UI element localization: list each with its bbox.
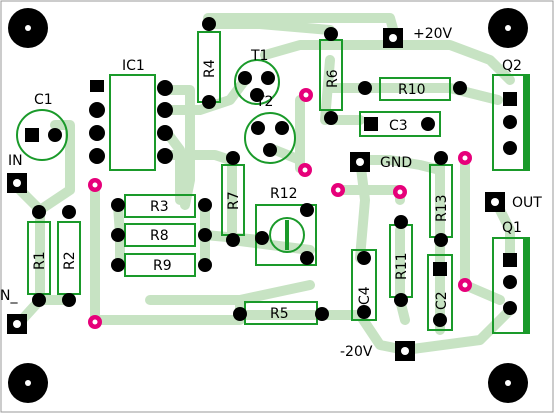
component-outlines <box>16 31 530 334</box>
label-r6: R6 <box>325 69 341 88</box>
q1-tab <box>523 238 529 333</box>
label-r5: R5 <box>270 306 289 322</box>
label-out: OUT <box>512 195 542 211</box>
c3-outline <box>359 111 441 137</box>
label-r13: R13 <box>434 194 450 222</box>
c4-outline <box>351 249 377 321</box>
label-c2: C2 <box>434 291 450 310</box>
label-r7: R7 <box>226 191 242 210</box>
label-r9: R9 <box>153 258 172 274</box>
r10-outline <box>379 77 451 101</box>
label-r8: R8 <box>150 228 169 244</box>
q2-tab <box>523 75 529 170</box>
label-q1: Q1 <box>502 220 522 236</box>
label-q2: Q2 <box>502 58 522 74</box>
label-r11: R11 <box>394 252 410 280</box>
c2-outline <box>427 254 453 331</box>
t1-outline <box>234 59 280 105</box>
label-r2: R2 <box>62 251 78 270</box>
label-ic1: IC1 <box>122 58 145 74</box>
label-c4: C4 <box>357 286 373 305</box>
label-t2: T2 <box>255 94 273 110</box>
label-t1: T1 <box>250 48 268 64</box>
r12-knob <box>269 217 305 253</box>
ic1-outline <box>109 74 156 171</box>
c1-outline <box>16 109 68 161</box>
label-c3: C3 <box>389 118 408 134</box>
label-r3: R3 <box>150 199 169 215</box>
label-minus20v: -20V <box>340 344 373 360</box>
label-plus20v: +20V <box>413 26 453 42</box>
label-r10: R10 <box>398 82 426 98</box>
label-gnd: GND <box>380 155 412 171</box>
vias <box>88 88 472 329</box>
label-in: IN <box>8 153 23 169</box>
label-c1: C1 <box>34 92 53 108</box>
label-r4: R4 <box>202 59 218 78</box>
pads <box>7 17 517 361</box>
r3-outline <box>124 194 196 218</box>
mounting-holes <box>8 8 528 403</box>
label-r1: R1 <box>32 251 48 270</box>
label-n: N_ <box>0 288 18 304</box>
t2-outline <box>244 112 296 164</box>
label-r12: R12 <box>270 186 298 202</box>
